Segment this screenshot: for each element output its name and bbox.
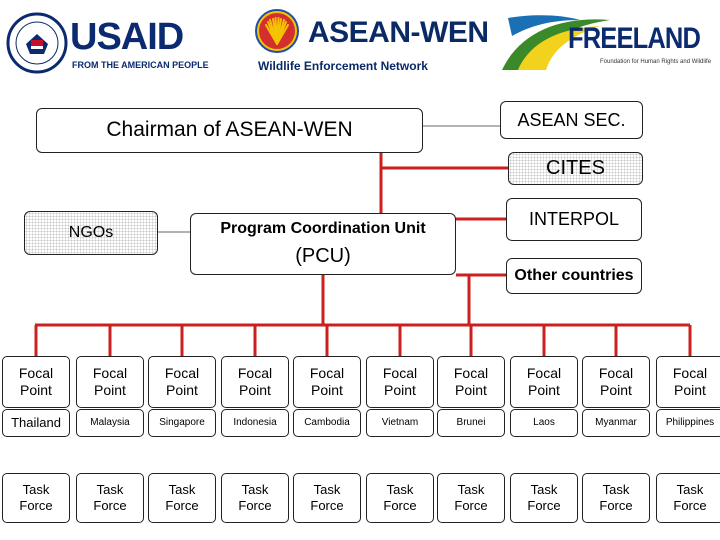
usaid-tagline: FROM THE AMERICAN PEOPLE bbox=[72, 60, 209, 70]
country-name-box: Laos bbox=[510, 409, 578, 437]
usaid-name: USAID bbox=[70, 16, 184, 58]
country-drop-lines bbox=[34, 325, 692, 356]
usaid-seal-icon bbox=[6, 12, 68, 74]
asean-wen-name: ASEAN-WEN bbox=[308, 16, 489, 49]
usaid-logo: USAID FROM THE AMERICAN PEOPLE bbox=[6, 10, 212, 76]
pcu-abbr: (PCU) bbox=[295, 244, 351, 267]
country-name-box: Indonesia bbox=[221, 409, 289, 437]
task-force-box: Task Force bbox=[582, 473, 650, 523]
freeland-tagline: Foundation for Human Rights and Wildlife bbox=[600, 59, 712, 65]
country-name-box: Myanmar bbox=[582, 409, 650, 437]
task-force-box: Task Force bbox=[2, 473, 70, 523]
freeland-name: FREELAND bbox=[568, 22, 701, 55]
asean-wen-tagline: Wildlife Enforcement Network bbox=[258, 59, 428, 73]
focal-point-box: Focal Point bbox=[510, 356, 578, 408]
focal-point-box: Focal Point bbox=[221, 356, 289, 408]
focal-point-box: Focal Point bbox=[148, 356, 216, 408]
focal-point-box: Focal Point bbox=[437, 356, 505, 408]
country-name-box: Brunei bbox=[437, 409, 505, 437]
pcu-title: Program Coordination Unit bbox=[220, 220, 426, 238]
focal-point-box: Focal Point bbox=[656, 356, 720, 408]
focal-point-box: Focal Point bbox=[2, 356, 70, 408]
focal-point-box: Focal Point bbox=[366, 356, 434, 408]
country-name-box: Vietnam bbox=[366, 409, 434, 437]
task-force-box: Task Force bbox=[437, 473, 505, 523]
country-name-box: Thailand bbox=[2, 409, 70, 437]
other-countries-box: Other countries bbox=[506, 258, 642, 294]
country-name-box: Singapore bbox=[148, 409, 216, 437]
task-force-box: Task Force bbox=[293, 473, 361, 523]
task-force-box: Task Force bbox=[76, 473, 144, 523]
focal-point-box: Focal Point bbox=[293, 356, 361, 408]
task-force-box: Task Force bbox=[366, 473, 434, 523]
task-force-box: Task Force bbox=[656, 473, 720, 523]
country-name-box: Cambodia bbox=[293, 409, 361, 437]
asean-wen-logo: ASEAN-WEN Wildlife Enforcement Network bbox=[252, 6, 489, 78]
freeland-swoosh-icon bbox=[502, 15, 610, 70]
focal-point-box: Focal Point bbox=[76, 356, 144, 408]
task-force-box: Task Force bbox=[148, 473, 216, 523]
freeland-logo: FREELAND Foundation for Human Rights and… bbox=[500, 12, 712, 72]
pcu-box: Program Coordination Unit (PCU) bbox=[190, 213, 456, 275]
asean-sec-box: ASEAN SEC. bbox=[500, 101, 643, 139]
interpol-box: INTERPOL bbox=[506, 198, 642, 241]
ngos-box: NGOs bbox=[24, 211, 158, 255]
asean-emblem-icon bbox=[253, 7, 301, 55]
cites-box: CITES bbox=[508, 152, 643, 185]
chairman-box: Chairman of ASEAN-WEN bbox=[36, 108, 423, 153]
task-force-box: Task Force bbox=[510, 473, 578, 523]
country-name-box: Malaysia bbox=[76, 409, 144, 437]
task-force-box: Task Force bbox=[221, 473, 289, 523]
country-name-box: Philippines bbox=[656, 409, 720, 437]
focal-point-box: Focal Point bbox=[582, 356, 650, 408]
